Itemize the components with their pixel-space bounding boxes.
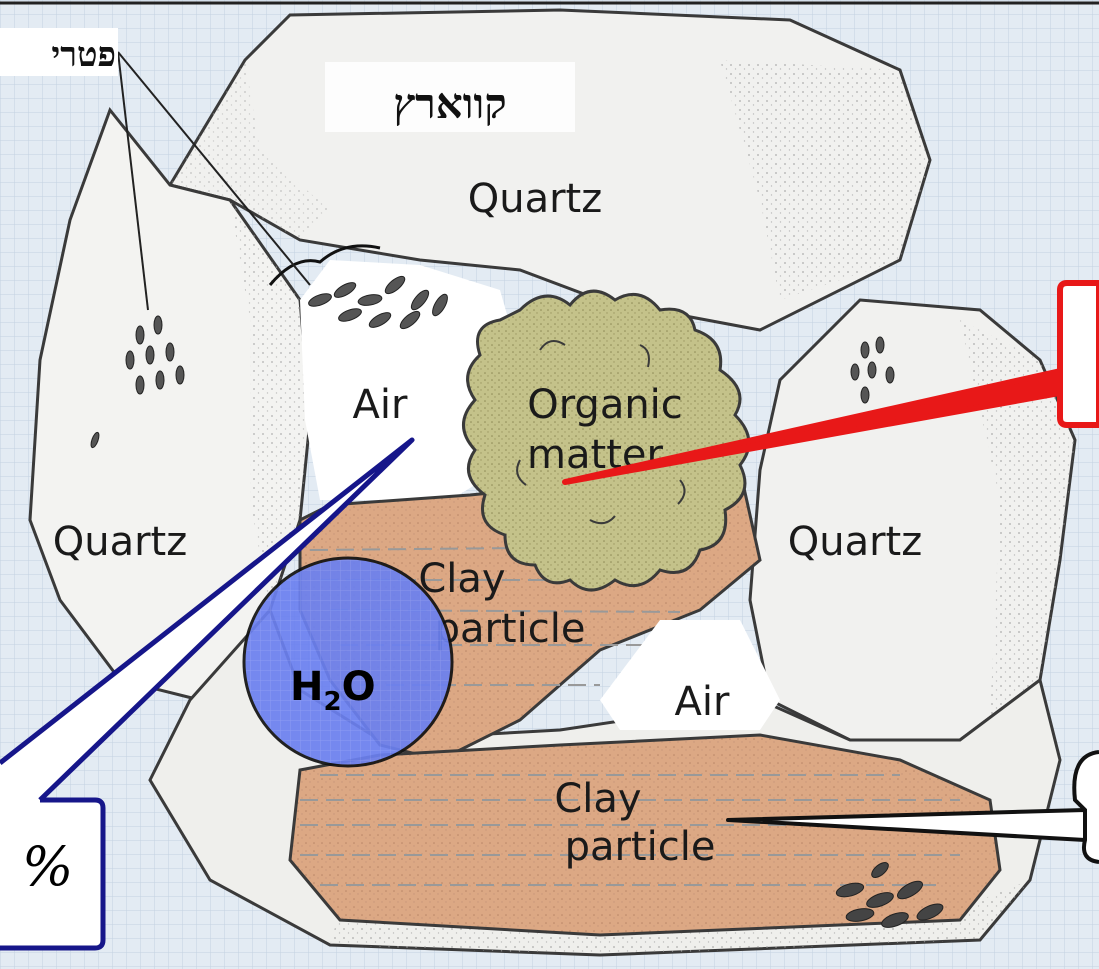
- label-clay2-line1: Clay: [554, 776, 641, 822]
- water-label-base: H: [290, 664, 323, 710]
- red-callout-box: [1060, 283, 1099, 425]
- hebrew-label-quartz: קווארץ: [393, 79, 506, 128]
- blue-callout-percent: %: [22, 835, 73, 898]
- label-air-bottom: Air: [675, 679, 730, 725]
- label-quartz-top: Quartz: [468, 176, 602, 222]
- label-clay2-line2: particle: [565, 824, 716, 870]
- water-droplet: H2O: [244, 558, 452, 766]
- label-quartz-left: Quartz: [53, 519, 187, 565]
- label-clay1-line1: Clay: [418, 556, 505, 602]
- label-air-top: Air: [353, 382, 408, 428]
- label-organic-line1: Organic: [527, 382, 683, 428]
- label-quartz-right: Quartz: [788, 519, 922, 565]
- label-organic-line2: matter: [527, 432, 663, 478]
- hebrew-label-fungi: פטרי: [51, 35, 116, 75]
- water-label-sub: 2: [323, 687, 341, 717]
- label-clay1-line2: particle: [435, 606, 586, 652]
- water-label-rest: O: [342, 664, 376, 710]
